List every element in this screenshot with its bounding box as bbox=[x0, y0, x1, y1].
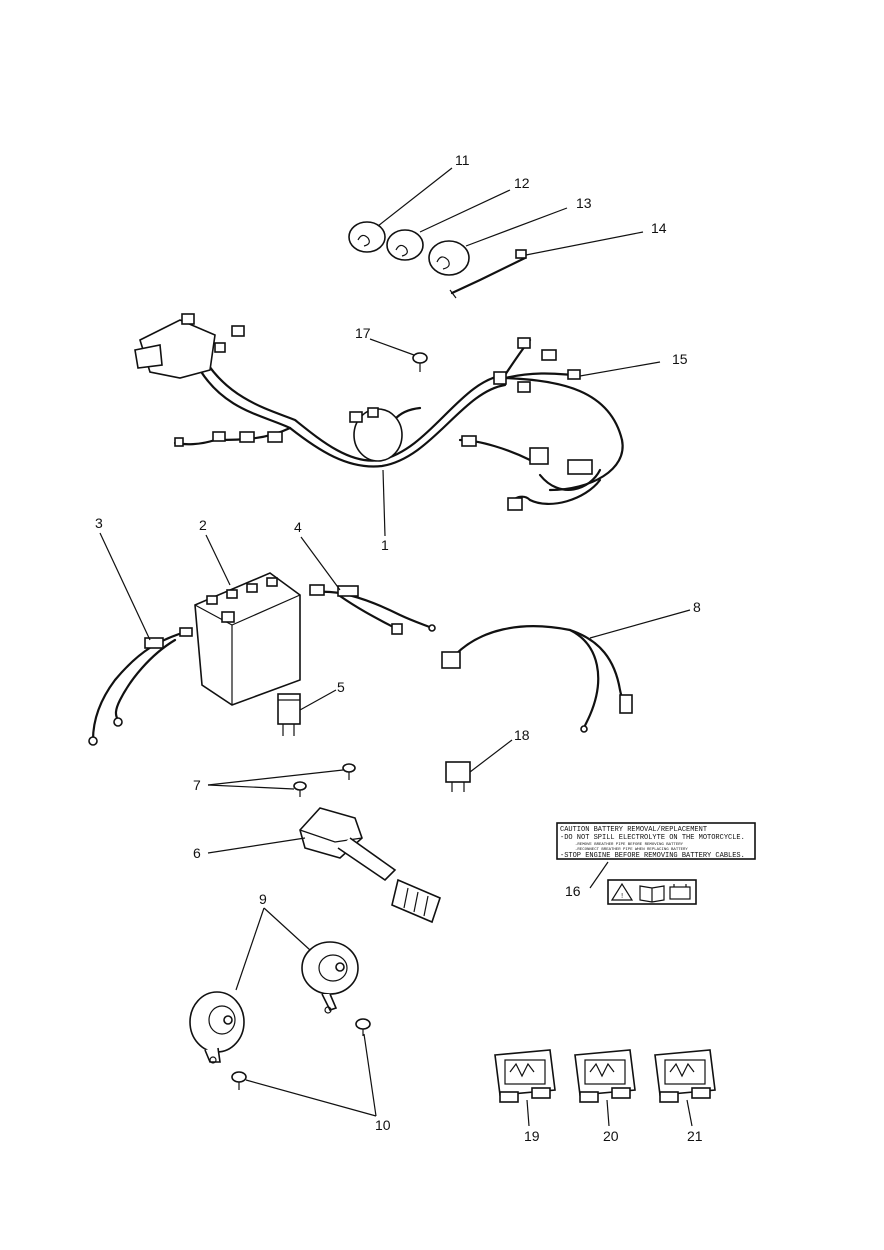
horn-9b bbox=[189, 991, 245, 1064]
callout-17: 17 bbox=[355, 325, 371, 341]
grommet-13 bbox=[428, 240, 470, 276]
screw-7a bbox=[342, 763, 356, 780]
fuse-21 bbox=[654, 1049, 716, 1103]
clip-17 bbox=[412, 352, 428, 372]
callout-21: 21 bbox=[687, 1128, 703, 1144]
callout-1: 1 bbox=[381, 537, 389, 553]
caution-line-3: -REMOVE BREATHER PIPE BEFORE REMOVING BA… bbox=[575, 843, 684, 847]
relay-18 bbox=[445, 761, 471, 792]
callout-8: 8 bbox=[693, 599, 701, 615]
caution-line-2: -DO NOT SPILL ELECTROLYTE ON THE MOTORCY… bbox=[560, 834, 745, 842]
lead-8 bbox=[441, 625, 633, 733]
callout-7: 7 bbox=[193, 777, 201, 793]
warning-triangle-icon bbox=[610, 882, 634, 901]
relay-5 bbox=[277, 693, 301, 736]
callout-10: 10 bbox=[375, 1117, 391, 1133]
fuse-20 bbox=[574, 1049, 636, 1103]
callout-15: 15 bbox=[672, 351, 688, 367]
callout-4: 4 bbox=[294, 519, 302, 535]
horn-9a bbox=[301, 941, 359, 1014]
callout-20: 20 bbox=[603, 1128, 619, 1144]
callout-12: 12 bbox=[514, 175, 530, 191]
caution-line-4: -RECONNECT BREATHER PIPE WHEN REPLACING … bbox=[575, 848, 688, 852]
callout-19: 19 bbox=[524, 1128, 540, 1144]
grommet-11 bbox=[348, 221, 386, 253]
battery-icon bbox=[669, 886, 691, 900]
main-harness-1 bbox=[134, 313, 624, 511]
grommet-12 bbox=[386, 229, 424, 261]
callout-11: 11 bbox=[455, 152, 470, 168]
battery-lead-4 bbox=[309, 584, 436, 635]
caution-label-16: CAUTION BATTERY REMOVAL/REPLACEMENT -DO … bbox=[556, 822, 756, 905]
callout-16: 16 bbox=[565, 883, 581, 899]
battery-lead-3 bbox=[88, 627, 193, 746]
callout-13: 13 bbox=[576, 195, 592, 211]
fuse-19 bbox=[494, 1049, 556, 1103]
callout-14: 14 bbox=[651, 220, 667, 236]
bolt-10b bbox=[231, 1071, 247, 1090]
callout-3: 3 bbox=[95, 515, 103, 531]
caution-line-1: CAUTION BATTERY REMOVAL/REPLACEMENT bbox=[560, 826, 707, 834]
callout-18: 18 bbox=[514, 727, 530, 743]
callout-6: 6 bbox=[193, 845, 201, 861]
exclamation-icon: ! bbox=[620, 893, 624, 901]
battery-2 bbox=[194, 572, 301, 706]
callout-9: 9 bbox=[259, 891, 267, 907]
sub-harness-14 bbox=[449, 249, 527, 299]
callout-5: 5 bbox=[337, 679, 345, 695]
bolt-10a bbox=[355, 1018, 371, 1036]
manual-book-icon bbox=[639, 885, 665, 903]
caution-line-5: -STOP ENGINE BEFORE REMOVING BATTERY CAB… bbox=[560, 852, 745, 860]
screw-7b bbox=[293, 781, 307, 797]
regulator-6 bbox=[299, 807, 441, 924]
callout-2: 2 bbox=[199, 517, 207, 533]
